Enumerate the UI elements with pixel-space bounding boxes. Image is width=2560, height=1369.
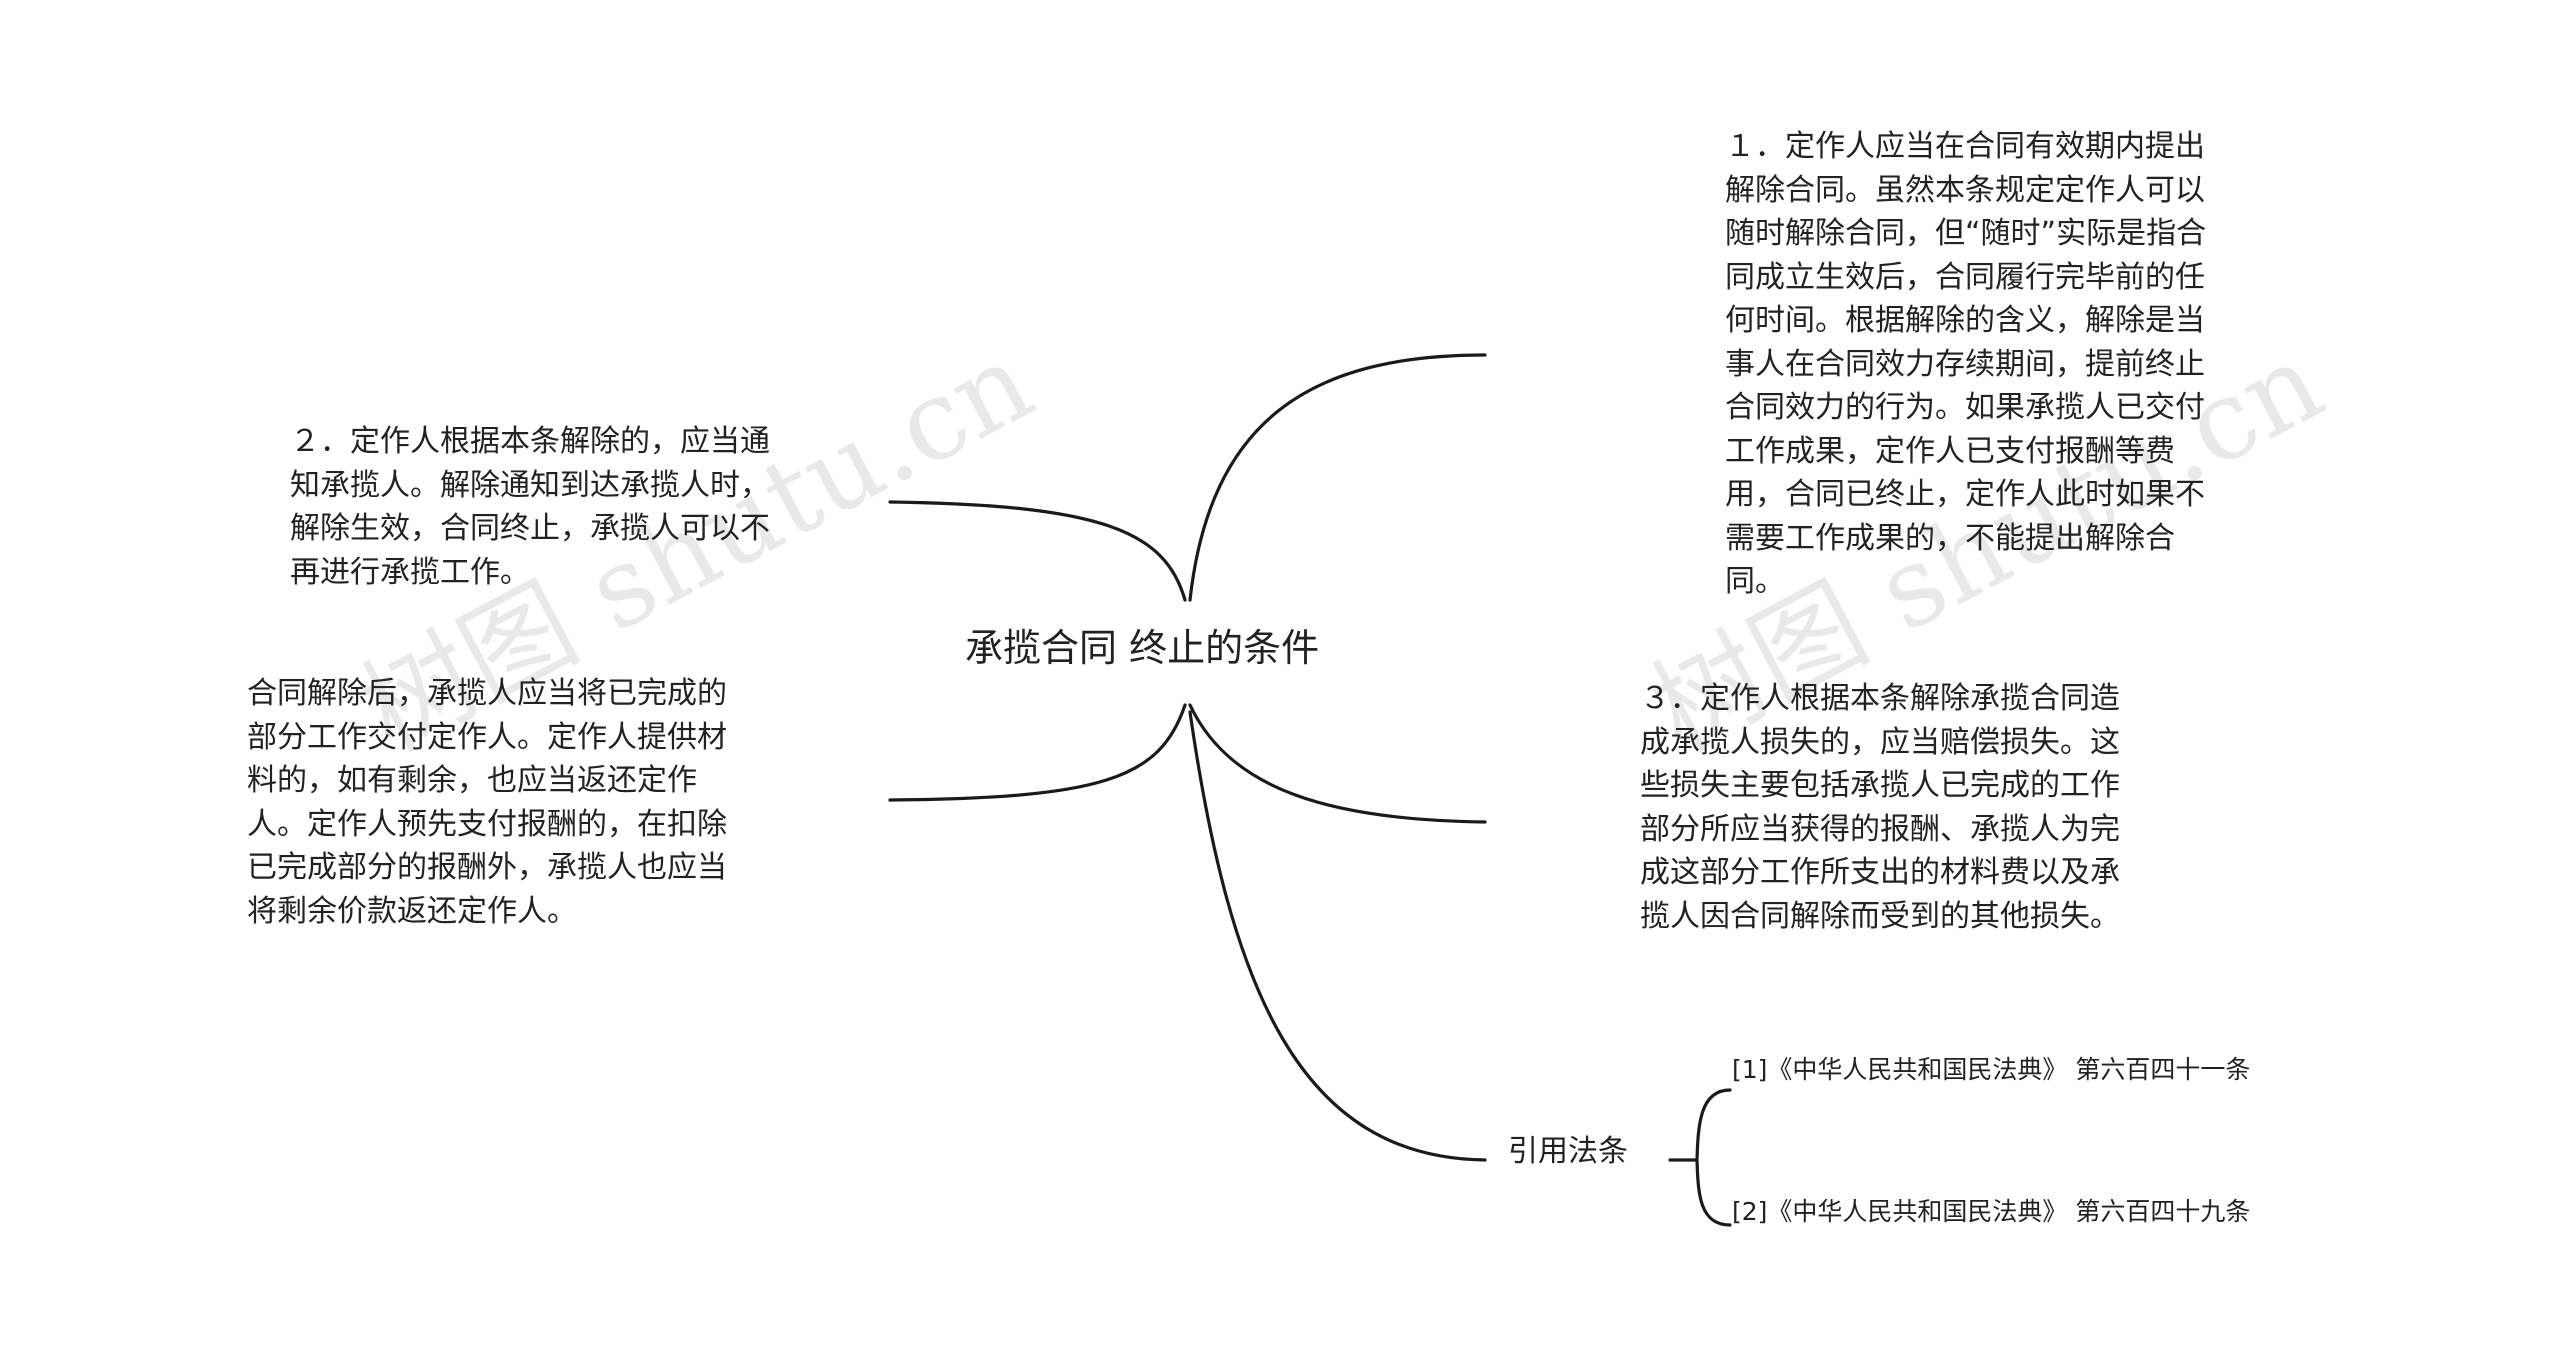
- references-label[interactable]: 引用法条: [1508, 1134, 1628, 1169]
- connector-right-2: [1188, 703, 1487, 824]
- connector-ref-bracket: [1695, 1088, 1732, 1227]
- branch-left-2[interactable]: 合同解除后，承揽人应当将已完成的部分工作交付定作人。定作人提供材料的，如有剩余，…: [247, 676, 727, 929]
- reference-item-2[interactable]: [2]《中华人民共和国民法典》 第六百四十九条: [1732, 1197, 2251, 1226]
- branch-right-1[interactable]: １．定作人应当在合同有效期内提出解除合同。虽然本条规定定作人可以随时解除合同，但…: [1725, 129, 2207, 599]
- reference-item-1[interactable]: [1]《中华人民共和国民法典》 第六百四十一条: [1732, 1055, 2251, 1084]
- connector-references: [1188, 710, 1487, 1162]
- connector-left-1: [888, 500, 1187, 602]
- connector-right-1: [1188, 353, 1487, 602]
- central-topic[interactable]: 承揽合同 终止的条件: [965, 626, 1320, 670]
- branch-right-2[interactable]: ３．定作人根据本条解除承揽合同造成承揽人损失的，应当赔偿损失。这些损失主要包括承…: [1640, 681, 2120, 934]
- branch-left-1[interactable]: ２．定作人根据本条解除的，应当通知承揽人。解除通知到达承揽人时，解除生效，合同终…: [290, 424, 770, 590]
- connector-left-2: [888, 703, 1187, 802]
